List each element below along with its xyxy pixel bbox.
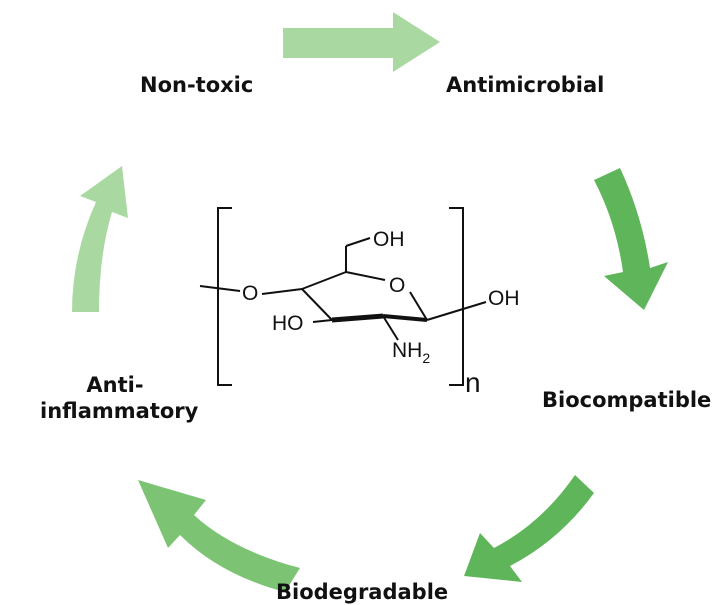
bond-o-c4 (261, 288, 303, 295)
arrow-bottom-left (138, 480, 300, 592)
nh-subscript: 2 (422, 350, 430, 366)
left-bracket (217, 207, 232, 386)
label-biocompatible: Biocompatible (542, 388, 712, 412)
bond-right-oh (426, 301, 487, 321)
ho-left-text: HO (272, 312, 304, 335)
bond-ring-1 (301, 271, 347, 290)
chitosan-structure (199, 207, 487, 386)
nh2-text: NH2 (392, 339, 430, 366)
arrow-right-lower (464, 475, 594, 582)
label-non-toxic: Non-toxic (140, 73, 254, 97)
bond-ring-3 (409, 291, 428, 321)
bond-ring-6 (301, 288, 333, 321)
nh-text: NH (392, 339, 422, 362)
bond-ring-4 (382, 314, 428, 322)
label-biodegradable: Biodegradable (276, 580, 449, 604)
label-anti-inflammatory: Anti- inflammatory (40, 372, 199, 424)
link-oxygen-text: O (242, 282, 258, 305)
bond-ring-2 (345, 271, 386, 281)
arrow-right-upper (594, 168, 668, 310)
oh-right-text: OH (488, 287, 520, 310)
right-bracket (449, 207, 464, 386)
bond-ch2-oh (345, 237, 371, 247)
arrow-top (283, 12, 440, 72)
label-anti-inflammatory-line2: inflammatory (40, 399, 199, 423)
bond-ho (312, 319, 333, 323)
arrow-left (72, 166, 128, 312)
label-antimicrobial: Antimicrobial (446, 73, 605, 97)
repeat-n-text: n (465, 367, 481, 398)
bond-ring-5 (331, 313, 384, 323)
ring-oxygen-text: O (389, 274, 405, 297)
oh-top-text: OH (373, 228, 405, 251)
bond-link-left (199, 285, 241, 292)
bond-nh2 (382, 315, 399, 341)
label-anti-inflammatory-line1: Anti- (86, 373, 144, 397)
